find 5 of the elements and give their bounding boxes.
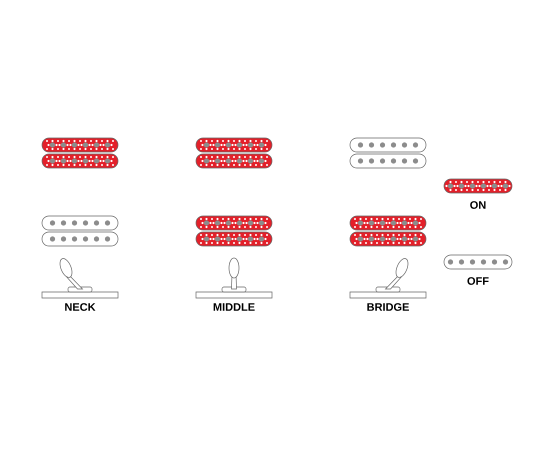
position-label: BRIDGE <box>367 303 409 311</box>
legend-label: OFF <box>467 277 489 285</box>
position-label: MIDDLE <box>214 303 255 311</box>
position-label: NECK <box>65 303 96 311</box>
legend-label: ON <box>470 201 486 209</box>
